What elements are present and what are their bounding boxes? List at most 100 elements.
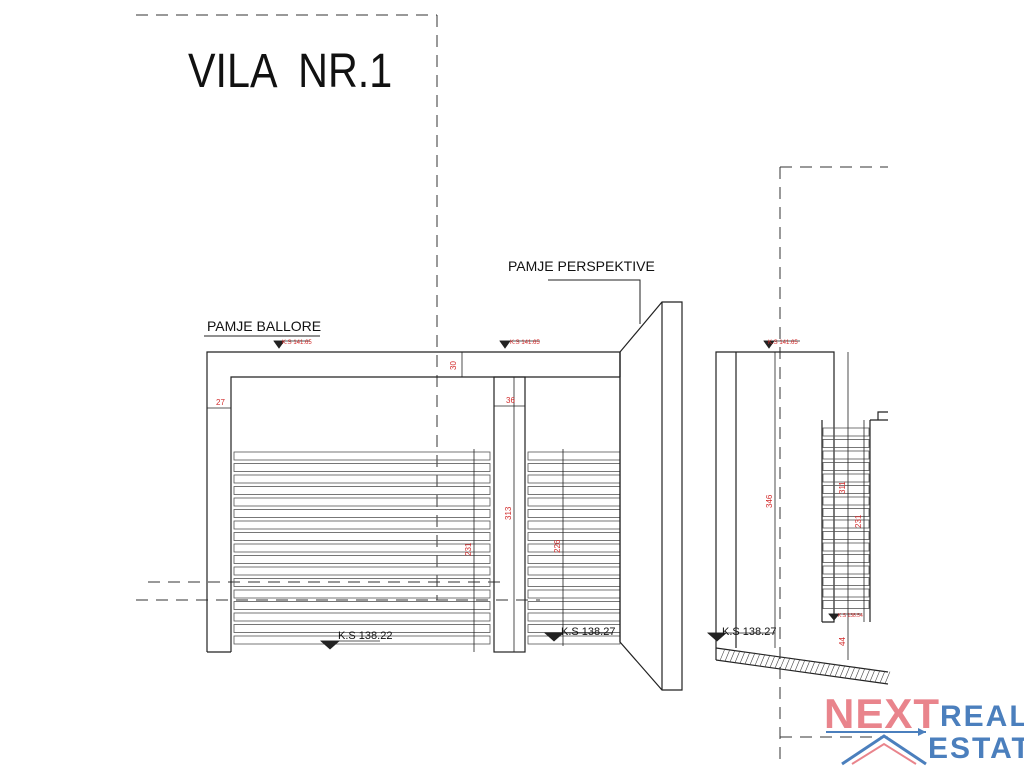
level-top-front-2: K.S 141.65 bbox=[510, 340, 540, 346]
stair-step bbox=[822, 450, 870, 460]
level-ground-left: K.S 138.22 bbox=[338, 630, 392, 642]
louvre-slat bbox=[527, 578, 621, 587]
logo-roof-icon bbox=[826, 728, 927, 766]
louvre-slat bbox=[233, 509, 491, 518]
hatch-line bbox=[734, 650, 741, 663]
ground-hatch bbox=[719, 648, 891, 684]
stair-step bbox=[822, 531, 870, 540]
stair-step bbox=[822, 554, 870, 563]
louvre-slat bbox=[527, 451, 621, 461]
louvre-slat bbox=[527, 497, 621, 507]
level-texts: K.S 141.65 K.S 141.65 K.S 141.65 K.S 138… bbox=[282, 340, 863, 642]
stair-step bbox=[822, 496, 870, 506]
level-top-side: K.S 141.65 bbox=[768, 340, 798, 346]
side-section bbox=[715, 351, 888, 648]
stair-step bbox=[822, 542, 870, 552]
brand-logo: NEXT REAL ESTATE bbox=[822, 690, 1024, 768]
hatch-line bbox=[874, 670, 881, 683]
ground-slope bbox=[715, 647, 889, 685]
dim-height-231-left: 231 bbox=[464, 542, 473, 556]
drawing-title: VILA NR.1 bbox=[188, 45, 393, 98]
hatch-line bbox=[759, 654, 766, 667]
hatch-line bbox=[804, 660, 811, 673]
stair-step bbox=[822, 462, 870, 471]
level-ground-mid: K.S 138.27 bbox=[561, 626, 615, 638]
louvre-slat bbox=[233, 566, 491, 576]
hatch-line bbox=[724, 649, 731, 662]
louvre-slat bbox=[233, 555, 491, 564]
stair-step bbox=[822, 565, 870, 575]
hatch-line bbox=[829, 663, 836, 677]
stair-step bbox=[822, 473, 870, 483]
hatch-line bbox=[834, 664, 841, 677]
dim-pillar: 36 bbox=[506, 396, 515, 405]
perspective-view-label: PAMJE PERSPEKTIVE bbox=[508, 258, 655, 274]
logo-real: REAL bbox=[940, 700, 1024, 733]
louvre-slat bbox=[233, 474, 491, 484]
hatch-line bbox=[789, 658, 796, 671]
stair-step bbox=[822, 519, 870, 529]
louvre-slat bbox=[527, 555, 621, 564]
front-view-label: PAMJE BALLORE bbox=[207, 318, 322, 334]
hatch-line bbox=[849, 666, 856, 679]
hatch-line bbox=[824, 663, 831, 676]
hatch-line bbox=[719, 648, 726, 661]
hatch-line bbox=[784, 657, 791, 670]
dimension-texts: 30 27 36 313 231 226 346 311 231 44 bbox=[216, 361, 863, 646]
hatch-line bbox=[859, 667, 866, 681]
level-stair-side: K.S 138.54 bbox=[838, 613, 863, 619]
louvre-slat bbox=[527, 532, 621, 541]
stair-step bbox=[822, 427, 870, 437]
hatch-line bbox=[864, 668, 871, 681]
perspective-leader bbox=[548, 279, 641, 324]
level-ground-side: K.S 138.27 bbox=[722, 626, 776, 638]
front-elevation bbox=[206, 351, 621, 653]
hatch-line bbox=[879, 670, 886, 683]
hatch-line bbox=[744, 651, 751, 665]
stair-step bbox=[822, 508, 870, 517]
stair-step bbox=[822, 577, 870, 586]
dimension-lines bbox=[207, 352, 865, 660]
hatch-line bbox=[819, 662, 826, 675]
dim-height-313: 313 bbox=[504, 506, 513, 520]
louvre-slat bbox=[233, 543, 491, 553]
louvre-slat bbox=[233, 589, 491, 599]
dim-height-226: 226 bbox=[553, 539, 562, 553]
hatch-line bbox=[754, 653, 761, 666]
hatch-line bbox=[739, 651, 746, 664]
hatch-line bbox=[799, 659, 806, 672]
louvre-panel-middle bbox=[527, 451, 621, 645]
louvre-slat bbox=[233, 624, 491, 633]
louvre-slat bbox=[527, 509, 621, 518]
louvre-slat bbox=[527, 463, 621, 472]
level-markers bbox=[273, 340, 840, 650]
louvre-slat bbox=[233, 578, 491, 587]
hatch-line bbox=[769, 655, 776, 668]
hatch-line bbox=[869, 669, 876, 682]
louvre-slat bbox=[233, 532, 491, 541]
louvre-slat bbox=[233, 612, 491, 622]
hatch-line bbox=[729, 649, 736, 663]
dim-left-wall: 27 bbox=[216, 398, 225, 407]
louvre-slat bbox=[233, 520, 491, 530]
hatch-line bbox=[809, 661, 816, 674]
hatch-line bbox=[779, 656, 786, 670]
louvre-slat bbox=[527, 612, 621, 622]
hatch-line bbox=[794, 658, 801, 672]
hatch-line bbox=[764, 654, 771, 667]
louvre-slat bbox=[233, 463, 491, 472]
louvre-slat bbox=[233, 635, 491, 645]
louvre-slat bbox=[527, 601, 621, 610]
louvre-slat bbox=[527, 589, 621, 599]
louvre-slat bbox=[233, 486, 491, 495]
louvre-slat bbox=[527, 543, 621, 553]
dim-height-346: 346 bbox=[765, 494, 774, 508]
louvre-slat bbox=[527, 566, 621, 576]
logo-estate: ESTATE bbox=[928, 732, 1024, 765]
stair-step bbox=[822, 485, 870, 494]
level-marker-lines bbox=[274, 340, 862, 642]
louvre-slat bbox=[233, 601, 491, 610]
hatch-line bbox=[854, 667, 861, 680]
perspective-wall bbox=[619, 301, 683, 691]
